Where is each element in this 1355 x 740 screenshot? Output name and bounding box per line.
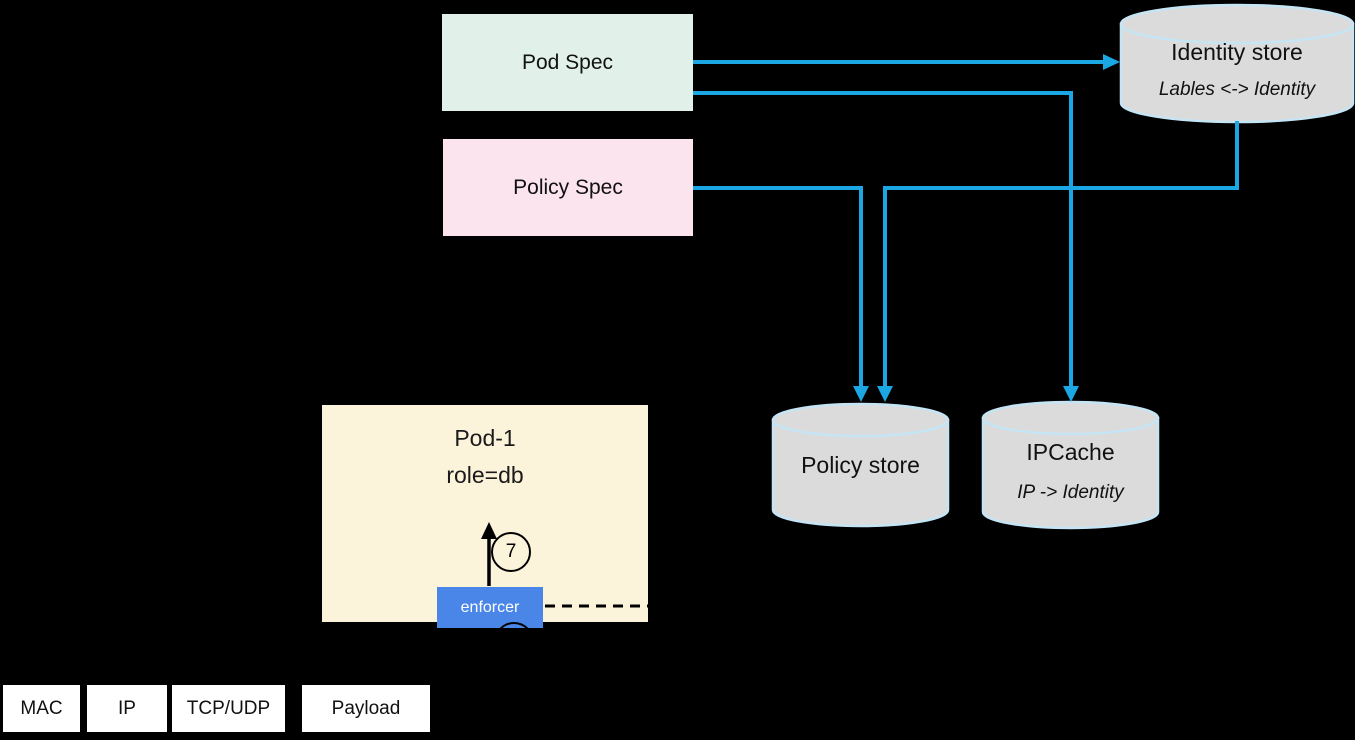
enforcer-label: enforcer — [460, 598, 520, 616]
arrow-policyspec-to-policystore — [693, 186, 869, 402]
identity-store-subtitle: Lables <-> Identity — [1158, 79, 1316, 100]
packet-segment-ip — [87, 685, 167, 732]
arrow-identitystore-to-policystore — [877, 121, 1239, 402]
packet-segment-tcpudp — [172, 685, 285, 732]
policy-spec-label: Policy Spec — [443, 139, 693, 236]
packet-label-payload: Payload — [331, 697, 401, 719]
ipcache-subtitle: IP -> Identity — [1017, 482, 1124, 503]
arrow-podspec-to-identitystore — [693, 54, 1120, 70]
step-7-label: 7 — [505, 541, 517, 562]
ipcache-title: IPCache — [1026, 438, 1115, 465]
pod-1-box — [322, 405, 648, 622]
enforcer-box — [437, 587, 543, 628]
arrow-podspec-to-ipcache — [693, 91, 1079, 402]
pod-1-title: Pod-1 — [454, 424, 516, 451]
policy-store-title: Policy store — [801, 451, 920, 478]
packet-segment-payload — [302, 685, 430, 732]
identity-store-title: Identity store — [1171, 38, 1303, 65]
packet-label-mac: MAC — [20, 697, 63, 719]
pod-1-subtitle: role=db — [446, 461, 524, 488]
pod-spec-label: Pod Spec — [442, 14, 693, 111]
hidden-step-circle — [494, 622, 534, 662]
packet-label-tcpudp: TCP/UDP — [186, 697, 271, 719]
packet-segment-mac — [3, 685, 80, 732]
packet-label-ip: IP — [118, 697, 136, 719]
